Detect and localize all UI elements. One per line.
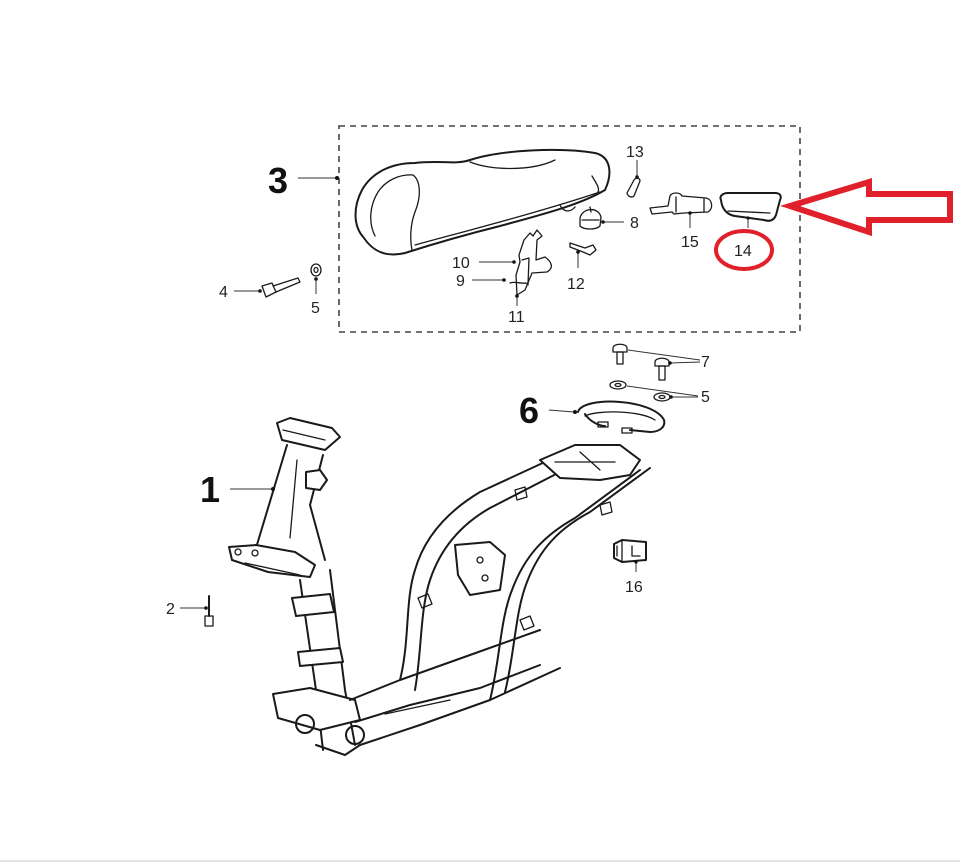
callout-8: 8 bbox=[630, 215, 639, 232]
grab-rail-part-6 bbox=[577, 400, 666, 434]
callout-5-upper: 5 bbox=[311, 300, 320, 317]
highlight-circle bbox=[714, 229, 774, 271]
callout-13: 13 bbox=[626, 144, 644, 161]
callout-16: 16 bbox=[625, 579, 643, 596]
callout-9: 9 bbox=[456, 273, 465, 290]
seat-latch-parts-9-10-11 bbox=[509, 229, 552, 296]
bolts-part-7 bbox=[612, 343, 670, 381]
callout-11: 11 bbox=[508, 309, 525, 326]
callout-1: 1 bbox=[200, 469, 220, 510]
seat-part-3 bbox=[354, 148, 611, 256]
frame-part-1 bbox=[228, 417, 651, 756]
clip-part-13 bbox=[626, 177, 641, 198]
footer-divider bbox=[0, 860, 960, 862]
callout-12: 12 bbox=[567, 276, 585, 293]
cover-part-14 bbox=[719, 192, 782, 222]
hinge-bracket-part-15 bbox=[649, 192, 713, 215]
bolt-part-2 bbox=[204, 595, 214, 627]
bump-stop-part-8 bbox=[579, 206, 602, 230]
bolt-part-4 bbox=[261, 277, 301, 298]
callout-2: 2 bbox=[166, 601, 175, 618]
callout-5-lower: 5 bbox=[701, 389, 710, 406]
callout-15: 15 bbox=[681, 234, 699, 251]
callout-14: 14 bbox=[734, 243, 752, 260]
screw-part-12 bbox=[569, 242, 597, 256]
callout-3: 3 bbox=[268, 160, 288, 201]
clip-nut-part-16 bbox=[613, 539, 647, 563]
callout-7: 7 bbox=[701, 354, 710, 371]
seat-group-box bbox=[338, 125, 801, 333]
callout-4: 4 bbox=[219, 284, 228, 301]
washer-part-5 bbox=[310, 263, 322, 277]
highlight-arrow-icon bbox=[780, 177, 953, 237]
callout-6: 6 bbox=[519, 390, 539, 431]
callout-10: 10 bbox=[452, 255, 470, 272]
